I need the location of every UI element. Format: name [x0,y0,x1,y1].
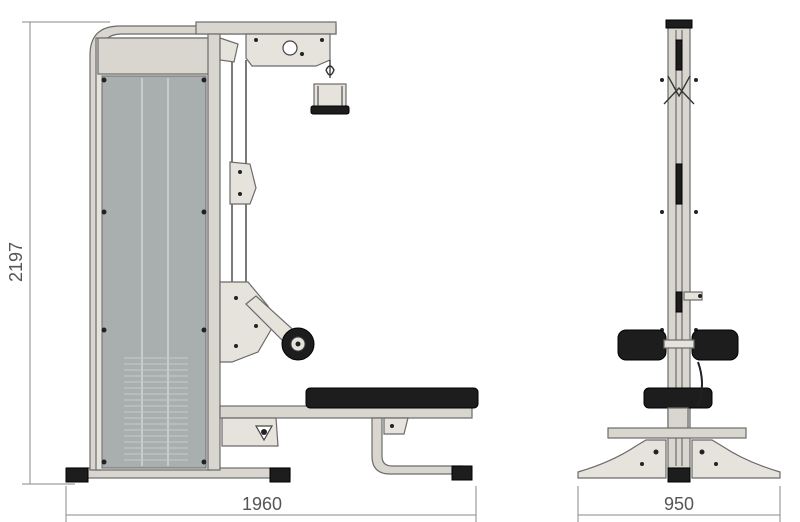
shroud-bolts [101,77,207,465]
mid-bracket [229,161,257,205]
thigh-pad-right [691,329,739,361]
top-pulley-icon [282,40,298,56]
side-view [65,21,479,483]
front-base-leg-left [577,439,667,479]
shroud-top-cap [97,37,211,75]
front-width-dimension-label: 950 [664,494,694,514]
front-column-cap [665,19,693,29]
front-view [577,19,781,483]
thigh-pad-axle [663,339,695,349]
cable-handle [310,60,350,115]
front-width-dimension: 950 [577,486,781,522]
front-crossbar [607,427,747,439]
front-gusset [221,417,279,447]
rear-post [207,33,221,471]
seat-leg-foot [451,465,473,481]
height-dimension: 2197 [6,21,110,485]
front-cable-curve [697,361,703,407]
seat-pad [305,387,479,409]
front-column-slot-top [675,39,683,71]
front-base-foot [667,467,691,483]
shroud-window [101,75,207,469]
base-foot-front [65,467,89,483]
front-column-slot-mid [675,163,683,205]
weight-plates [124,357,188,461]
top-beam [195,21,337,35]
side-width-dimension-label: 1960 [242,494,282,514]
base-foot-rear [269,467,291,483]
side-bracket-top [219,37,239,63]
front-column-slot-low [675,291,683,313]
thigh-pad-left [617,329,667,361]
front-cable-yoke [667,75,691,98]
side-width-dimension: 1960 [65,486,477,522]
height-dimension-label: 2197 [6,242,26,282]
seat-leg-bracket [383,417,409,435]
front-seat-post [667,407,689,431]
front-base-leg-right [691,439,781,479]
